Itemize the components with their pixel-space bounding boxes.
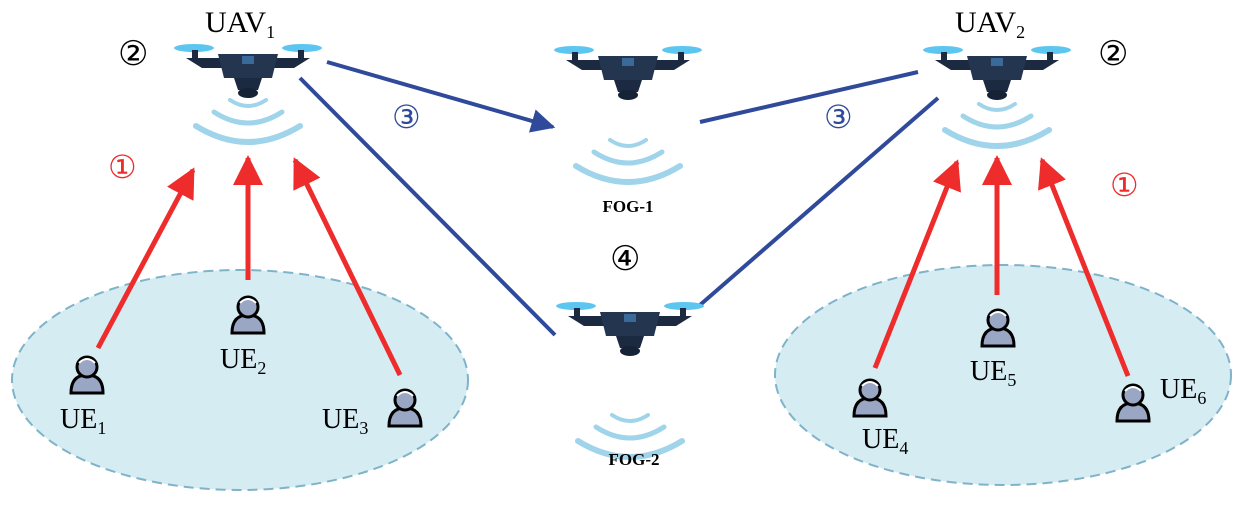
- step3-marker-right: ③: [824, 99, 853, 135]
- fog2-drone-icon: [556, 302, 704, 356]
- ue5-label: UE5: [970, 356, 1016, 390]
- right-user-cluster: [774, 264, 1232, 486]
- uplink-ue1: [95, 167, 196, 350]
- uplink-ue4: [872, 159, 961, 369]
- ue4-label: UE4: [862, 424, 908, 458]
- link-uav1-fog2: [298, 76, 557, 337]
- fog1-label: FOG-1: [603, 197, 654, 216]
- uplink-ue3: [292, 157, 403, 377]
- step2-marker-left: ②: [118, 36, 148, 73]
- left-user-cluster: [11, 269, 469, 491]
- uav1-signal-icon: [196, 100, 300, 142]
- fog2-label: FOG-2: [609, 450, 660, 469]
- link-uav2-fog2: [698, 96, 940, 307]
- step3-marker-left: ③: [392, 99, 421, 135]
- uav1-drone-icon: [174, 44, 322, 98]
- step4-marker: ④: [610, 241, 640, 278]
- ue6-label: UE6: [1160, 374, 1206, 408]
- ue3-label: UE3: [322, 404, 368, 438]
- fog1-signal-icon: [576, 140, 680, 182]
- ue1-label: UE1: [60, 404, 106, 438]
- fog1-drone-icon: [554, 46, 702, 100]
- link-uav1-fog1: [326, 60, 556, 133]
- uplink-ue6: [1038, 157, 1131, 377]
- uav2-signal-icon: [945, 104, 1049, 146]
- uav2-label: UAV2: [955, 6, 1025, 42]
- uav1-label: UAV1: [205, 6, 275, 42]
- step2-marker-right: ②: [1098, 36, 1128, 73]
- ue2-label: UE2: [220, 344, 266, 378]
- uav2-drone-icon: [923, 46, 1071, 100]
- step1-marker-right: ①: [1110, 167, 1139, 203]
- step1-marker-left: ①: [108, 149, 137, 185]
- link-uav2-fog1: [699, 70, 919, 124]
